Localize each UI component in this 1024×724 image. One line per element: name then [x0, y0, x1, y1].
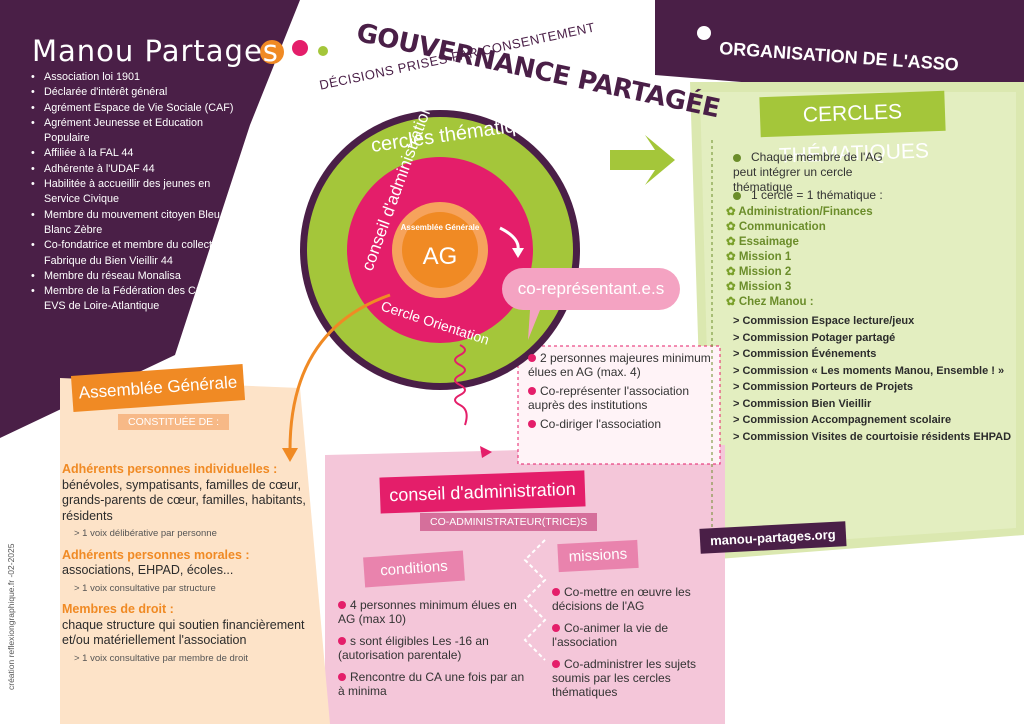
condition-item: Rencontre du CA une fois par an à minima	[338, 670, 525, 698]
ag-group: Membres de droit : chaque structure qui …	[62, 602, 305, 664]
commission-item: Commission Visites de courtoisie résiden…	[733, 429, 1011, 446]
mission-item: Co-mettre en œuvre les décisions de l'AG	[552, 585, 691, 613]
missions-header: missions	[557, 539, 639, 573]
left-info-item: Co-fondatrice et membre du collectif la …	[28, 238, 243, 269]
commission-item: Commission « Les moments Manou, Ensemble…	[733, 363, 1011, 380]
theme-item: Communication	[726, 220, 873, 235]
green-arrow	[610, 135, 675, 185]
ca-header: conseil d'administration	[379, 470, 586, 514]
conditions-list: 4 personnes minimum élues en AG (max 10)…	[338, 598, 528, 698]
theme-item: Mission 2	[726, 265, 873, 280]
left-info-item: Agrément Espace de Vie Sociale (CAF)	[28, 101, 243, 117]
cercles-header: CERCLES THÉMATIQUES	[759, 90, 946, 168]
commission-item: Commission Espace lecture/jeux	[733, 313, 1011, 330]
left-info-list: Association loi 1901 Déclarée d'intérêt …	[28, 70, 243, 315]
theme-item: Administration/Finances	[726, 205, 872, 220]
orange-panel	[60, 378, 330, 724]
ag-groups: Adhérents personnes individuelles : béné…	[62, 462, 312, 672]
mission-item: Co-administrer les sujets soumis par les…	[552, 657, 697, 699]
commission-item: Commission Accompagnement scolaire	[733, 412, 1011, 429]
pink-dot	[292, 40, 308, 56]
condition-item: s sont éligibles Les -16 an (autorisatio…	[338, 634, 489, 662]
orange-arrow	[288, 293, 391, 451]
orange-dot	[260, 40, 284, 64]
association-title: Manou Partages	[32, 34, 279, 68]
corep-item: Co-représenter l'association auprès des …	[528, 384, 690, 412]
cercles-intro: Chaque membre de l'AG peut intégrer un c…	[733, 150, 883, 194]
commission-item: Commission Événements	[733, 346, 1011, 363]
left-info-item: Association loi 1901	[28, 70, 243, 86]
commission-item: Commission Bien Vieillir	[733, 396, 1011, 413]
left-info-item: Membre de la Fédération des CSC et EVS d…	[28, 284, 243, 315]
left-info-item: Habilitée à accueillir des jeunes en Ser…	[28, 177, 243, 208]
corep-item: 2 personnes majeures minimum élues en AG…	[528, 351, 711, 379]
corep-item: Co-diriger l'association	[540, 417, 662, 431]
commission-item: Commission Potager partagé	[733, 330, 1011, 347]
pink-arrow	[454, 344, 468, 426]
theme-item: Essaimage	[726, 235, 873, 250]
theme-item: Mission 3	[726, 280, 873, 295]
corep-box-frame	[517, 345, 721, 465]
credit-text: création reflexiongraphique.fr -02-2025	[6, 543, 16, 690]
commission-item: Commission Porteurs de Projets	[733, 379, 1011, 396]
commissions-list: Commission Espace lecture/jeux Commissio…	[733, 313, 1011, 445]
corep-list: 2 personnes majeures minimum élues en AG…	[528, 351, 718, 432]
cercles-intro-2: 1 cercle = 1 thématique :	[733, 188, 883, 202]
theme-item: Chez Manou :	[726, 295, 873, 310]
green-dot	[318, 46, 328, 56]
ca-subheader: CO-ADMINISTRATEUR(TRICE)S	[420, 513, 598, 531]
purple-panel-right	[655, 0, 1024, 105]
corep-label: co-représentant.e.s	[502, 268, 680, 310]
core-small-label: Assemblée Générale	[401, 223, 480, 232]
ag-subheader: CONSTITUÉE DE :	[118, 414, 230, 430]
missions-list: Co-mettre en œuvre les décisions de l'AG…	[552, 585, 732, 699]
ag-group: Adhérents personnes morales : associatio…	[62, 547, 250, 594]
left-info-item: Adhérente à l'UDAF 44	[28, 162, 243, 178]
left-info-item: Membre du réseau Monalisa	[28, 269, 243, 285]
left-info-item: Membre du mouvement citoyen Bleu Blanc Z…	[28, 208, 243, 239]
core-big-label: AG	[423, 243, 458, 270]
left-info-item: Déclarée d'intérêt général	[28, 85, 243, 101]
themes-list: Administration/Finances Communication Es…	[726, 205, 873, 310]
ag-group: Adhérents personnes individuelles : béné…	[62, 462, 306, 539]
left-info-item: Affiliée à la FAL 44	[28, 146, 243, 162]
theme-item: Mission 1	[726, 250, 873, 265]
condition-item: 4 personnes minimum élues en AG (max 10)	[338, 598, 517, 626]
left-info-item: Agrément Jeunesse et Education Populaire	[28, 116, 243, 147]
mission-item: Co-animer la vie de l'association	[552, 621, 669, 649]
